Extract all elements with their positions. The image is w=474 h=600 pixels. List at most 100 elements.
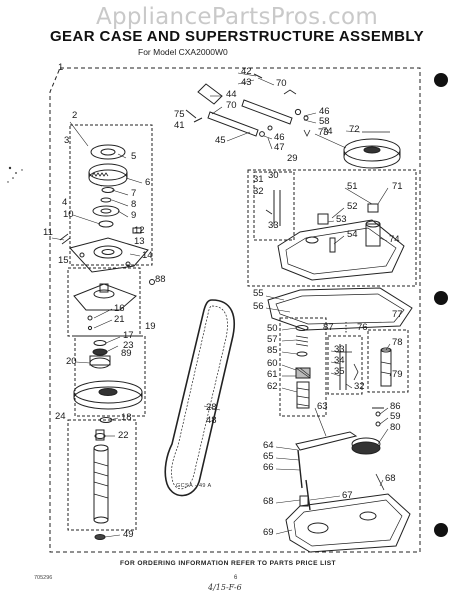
part-callout-29: 29 (287, 153, 298, 164)
part-callout-68: 68 (385, 473, 396, 484)
part-callout-77: 77 (392, 309, 403, 320)
part-callout-58: 58 (319, 116, 330, 127)
part-callout-32: 32 (354, 381, 365, 392)
part-callout-34: 34 (334, 355, 345, 366)
handwritten-note: 4/15-F-6 (208, 583, 242, 592)
part-callout-85: 85 (267, 345, 278, 356)
agitator-pinion (295, 325, 311, 409)
group-box-drive-shaft (67, 419, 137, 531)
part-callout-55: 55 (253, 288, 264, 299)
footer-note: FOR ORDERING INFORMATION REFER TO PARTS … (120, 560, 336, 567)
figure-code: GCSA - 49 A (176, 483, 212, 489)
part-callout-62: 62 (267, 381, 278, 392)
gear-case-housing (285, 473, 411, 553)
part-callout-11: 11 (43, 227, 53, 238)
part-callout-59: 59 (390, 411, 401, 422)
part-callout-24: 24 (55, 411, 66, 422)
page-number: 6 (234, 575, 238, 581)
part-callout-75: 75 (174, 109, 185, 120)
part-callout-28: 28 (206, 402, 217, 413)
part-callout-69: 69 (263, 527, 274, 538)
part-callout-45: 45 (215, 135, 226, 146)
part-callout-41: 41 (174, 120, 185, 131)
part-callout-78: 78 (392, 337, 403, 348)
binder-hole-middle (434, 291, 448, 305)
binder-hole-bottom (434, 523, 448, 537)
part-callout-21: 21 (114, 314, 125, 325)
part-callout-87: 87 (323, 322, 334, 333)
group-box-brake-plate (67, 267, 141, 337)
part-callout-8: 8 (131, 199, 136, 210)
gear-case-cover (265, 190, 405, 281)
part-callout-23: 23 (123, 340, 134, 351)
part-callout-61: 61 (267, 369, 278, 380)
part-callout-2: 2 (72, 110, 77, 121)
part-callout-56: 56 (253, 301, 264, 312)
part-callout-5: 5 (131, 151, 136, 162)
part-callout-14: 14 (142, 250, 153, 261)
model-subtitle: For Model CXA2000W0 (138, 47, 228, 57)
group-box-shift-fork (327, 335, 363, 395)
scan-specks (7, 166, 23, 183)
drive-belt (164, 299, 236, 497)
part-callout-60: 60 (267, 358, 278, 369)
page-title: GEAR CASE AND SUPERSTRUCTURE ASSEMBLY (49, 28, 424, 45)
part-callout-54: 54 (347, 229, 358, 240)
part-callout-6: 6 (145, 177, 150, 188)
part-callout-70: 70 (226, 100, 237, 111)
part-callout-22: 22 (118, 430, 129, 441)
part-callout-35: 35 (334, 366, 345, 377)
part-callout-72: 72 (349, 124, 360, 135)
part-callout-51: 51 (347, 181, 358, 192)
part-callout-20: 20 (66, 356, 77, 367)
top-gear-assembly (88, 144, 128, 228)
part-callout-53: 53 (336, 214, 347, 225)
part-callout-76: 76 (357, 322, 368, 333)
watermark: AppliancePartsPros.com (95, 4, 379, 30)
part-callout-70: 70 (276, 78, 287, 89)
part-callout-48: 48 (206, 415, 217, 426)
part-callout-68: 68 (263, 496, 274, 507)
part-callout-89: 89 (121, 348, 132, 359)
part-callout-43: 43 (241, 77, 252, 88)
part-callout-12: 12 (134, 225, 145, 236)
part-callout-74: 74 (322, 126, 333, 137)
part-callout-18: 18 (121, 412, 132, 423)
part-callout-15: 15 (58, 255, 69, 266)
part-callout-66: 66 (263, 462, 274, 473)
part-callout-31: 31 (253, 174, 264, 185)
part-callout-74: 74 (389, 234, 400, 245)
gear-case-gasket-inner (275, 293, 405, 325)
part-callout-63: 63 (317, 401, 328, 412)
part-callout-4: 4 (62, 197, 67, 208)
part-callout-52: 52 (347, 201, 358, 212)
part-callout-33: 33 (334, 344, 345, 355)
part-callout-9: 9 (131, 210, 136, 221)
part-callout-46: 46 (319, 106, 330, 117)
part-callout-73: 73 (318, 127, 329, 138)
part-callout-19: 19 (145, 321, 156, 332)
part-callout-57: 57 (267, 334, 278, 345)
part-callout-50: 50 (267, 323, 278, 334)
part-callout-46: 46 (274, 132, 285, 143)
part-callout-67: 67 (342, 490, 353, 501)
gear-case-gasket (267, 287, 413, 331)
group-box-gear-case-cover (247, 169, 417, 287)
part-callout-65: 65 (263, 451, 274, 462)
part-callout-80: 80 (390, 422, 401, 433)
group-box-pinion-gear (367, 329, 409, 393)
part-callout-47: 47 (274, 142, 285, 153)
part-callout-71: 71 (392, 181, 403, 192)
drive-belt-inner (171, 305, 228, 490)
group-box-agitator-pinion (279, 317, 327, 417)
pinion-gear (380, 347, 392, 387)
part-callout-3: 3 (64, 135, 69, 146)
part-callout-42: 42 (241, 66, 252, 77)
part-callout-79: 79 (392, 369, 403, 380)
part-callout-10: 10 (63, 209, 74, 220)
part-callout-64: 64 (263, 440, 274, 451)
leader-lines (51, 72, 392, 538)
